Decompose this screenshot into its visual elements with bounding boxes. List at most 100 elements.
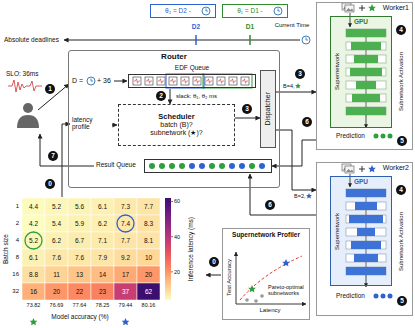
heatmap-cell-fill (45, 198, 68, 215)
tick-label: 79.44 (119, 302, 133, 308)
heatmap-cell: 20 (145, 271, 152, 278)
node-heading: Supernetwork Profiler (223, 229, 309, 238)
user-icon (17, 103, 39, 128)
heatmap-cell: 14 (99, 271, 106, 278)
colorbar-ramp (165, 198, 171, 300)
node-text: batch (B)? (160, 121, 192, 129)
node-heading: GPU (331, 18, 391, 25)
heatmap-cell-fill (22, 283, 45, 300)
heatmap-cell-fill (137, 283, 160, 300)
axis-label: Absolute deadlines (4, 36, 59, 43)
tick-label: 76.69 (50, 302, 64, 308)
heatmap-cell-fill (68, 215, 91, 232)
connector (272, 140, 316, 166)
heatmap-cell-fill (91, 266, 114, 283)
heatmap-cell: 37 (122, 288, 129, 295)
heatmap-cell-fill (91, 198, 114, 215)
callout-number: 3 (242, 104, 252, 114)
callout-number: 6 (302, 117, 312, 127)
node-heading: Result Queue (96, 161, 136, 168)
network-label: Supernetwork (334, 53, 341, 90)
tick-label: 40 (174, 234, 180, 240)
slo-label: SLO: 36ms (6, 70, 39, 77)
callout-number: 0 (209, 257, 219, 267)
heatmap-cell-fill (45, 249, 68, 266)
heatmap-cell-fill (114, 249, 137, 266)
node-heading: Dispatcher (264, 92, 272, 125)
heatmap-cell: 6.1 (98, 203, 107, 210)
node-heading: EDF Queue (128, 64, 256, 71)
time-label: Current Time (275, 22, 310, 29)
colorbar-tick (171, 271, 173, 272)
heatmap-cell-fill (91, 283, 114, 300)
heatmap-cell-fill (22, 232, 45, 249)
slack-box: θ₁ = D1 - (222, 4, 288, 18)
heatmap-cell-fill (114, 232, 137, 249)
heatmap-cell-fill (45, 266, 68, 283)
heatmap-cell: 7.4 (121, 220, 130, 227)
tick-label: 16 (12, 271, 19, 278)
axis-title: Batch size (2, 234, 9, 264)
heatmap-cell: 6.1 (29, 254, 38, 261)
node-heading: GPU (331, 178, 391, 185)
heatmap-cell-fill (45, 283, 68, 300)
heatmap-cell: 17 (122, 271, 129, 278)
heatmap-cell-fill (45, 215, 68, 232)
deadline-formula: D = (72, 77, 83, 85)
heatmap-cell-fill (91, 215, 114, 232)
heatmap-cell: 6.7 (75, 237, 84, 244)
heatmap-cell: 7.7 (121, 237, 130, 244)
dispatcher-box: Dispatcher (260, 70, 276, 148)
heatmap-cell: 23 (99, 288, 106, 295)
heatmap-cell: 22 (76, 288, 83, 295)
queue-rect (128, 74, 256, 88)
heatmap-cell: 62 (145, 288, 152, 295)
heatmap-cell: 20 (53, 288, 60, 295)
heatmap-cell-fill (137, 215, 160, 232)
batch-label: B=2, (294, 193, 305, 199)
queue-box: Result Queue (96, 158, 272, 174)
deadline-label: D2 (192, 23, 200, 30)
prediction-label: Prediction (336, 292, 365, 299)
slo-waveform (8, 80, 42, 92)
heatmap-cell: 6.2 (52, 237, 61, 244)
heatmap-cell-fill (114, 198, 137, 215)
heatmap-cell: 10 (145, 254, 152, 261)
edge-label: B=4, (283, 83, 301, 89)
connector (250, 174, 316, 215)
profile-label: latency profile (72, 116, 110, 131)
heatmap-cell-fill (45, 232, 68, 249)
batch-label: B=4, (283, 83, 294, 89)
heatmap-cell-fill (91, 249, 114, 266)
router-box: RouterEDF QueueSchedulerbatch (B)?subnet… (68, 50, 280, 188)
heatmap-cell-fill (91, 232, 114, 249)
heatmap-cell-fill (114, 266, 137, 283)
heatmap-cell: 11 (53, 271, 60, 278)
heatmap-cell: 5.2 (29, 237, 38, 244)
callout-number: 2 (156, 91, 166, 101)
heatmap-cell: 7.6 (75, 254, 84, 261)
callout-number: 0 (45, 179, 55, 189)
colorbar-tick (171, 236, 173, 237)
axis-title: Test Accuracy (226, 259, 233, 296)
colorbar-tick (171, 201, 173, 202)
heatmap-cell-fill (114, 215, 137, 232)
heatmap-cell-fill (22, 198, 45, 215)
heatmap-cell-fill (137, 198, 160, 215)
profiler-box: Supernetwork Profiler (222, 228, 310, 320)
connector (276, 130, 316, 190)
callout-number: 4 (396, 185, 406, 195)
heatmap-cells (22, 198, 160, 300)
worker1-illustration (330, 3, 393, 139)
heatmap-cell: 4.2 (29, 220, 38, 227)
heatmap-cell-fill (137, 266, 160, 283)
queue-rect (144, 159, 272, 173)
heatmap-cell: 4.4 (29, 203, 38, 210)
activation-label: Subnetwork Activation (398, 212, 405, 271)
heatmap-cell-fill (68, 283, 91, 300)
heatmap-cell: 5.4 (52, 220, 61, 227)
scheduler-box: Schedulerbatch (B)?subnetwork (★)? (118, 104, 235, 146)
heatmap-cell: 7.7 (144, 203, 153, 210)
axis-title: Inference latency (ms) (187, 217, 194, 281)
